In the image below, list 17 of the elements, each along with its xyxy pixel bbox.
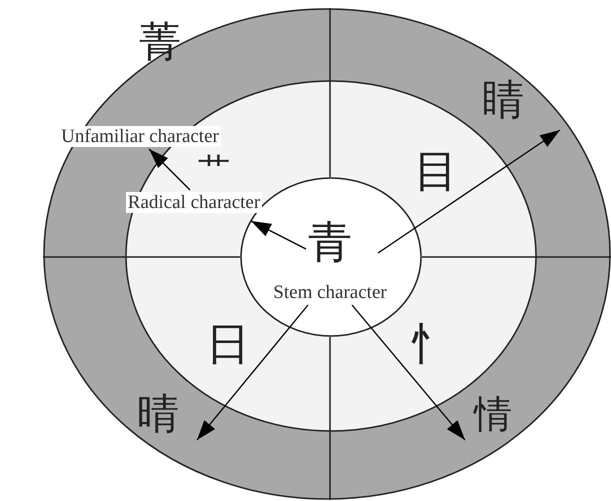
ring-label: Unfamiliar character [59, 126, 221, 146]
ring-label: Radical character [126, 192, 262, 212]
chinese-character: 青 [308, 221, 352, 265]
arrow [148, 148, 190, 190]
chinese-character: 晴 [137, 393, 179, 435]
chinese-character: 目 [414, 150, 458, 194]
arrow [378, 129, 560, 254]
chinese-character: 菁 [139, 21, 181, 63]
chinese-character: 睛 [482, 79, 524, 121]
outer-ring [43, 8, 611, 500]
chinese-character: 忄 [408, 323, 452, 367]
chinese-character: 日 [206, 323, 250, 367]
arrow [352, 304, 466, 440]
chinese-character: 艹 [198, 152, 230, 184]
arrow [250, 220, 306, 250]
arrow [196, 304, 308, 440]
chinese-character: 情 [474, 395, 512, 433]
